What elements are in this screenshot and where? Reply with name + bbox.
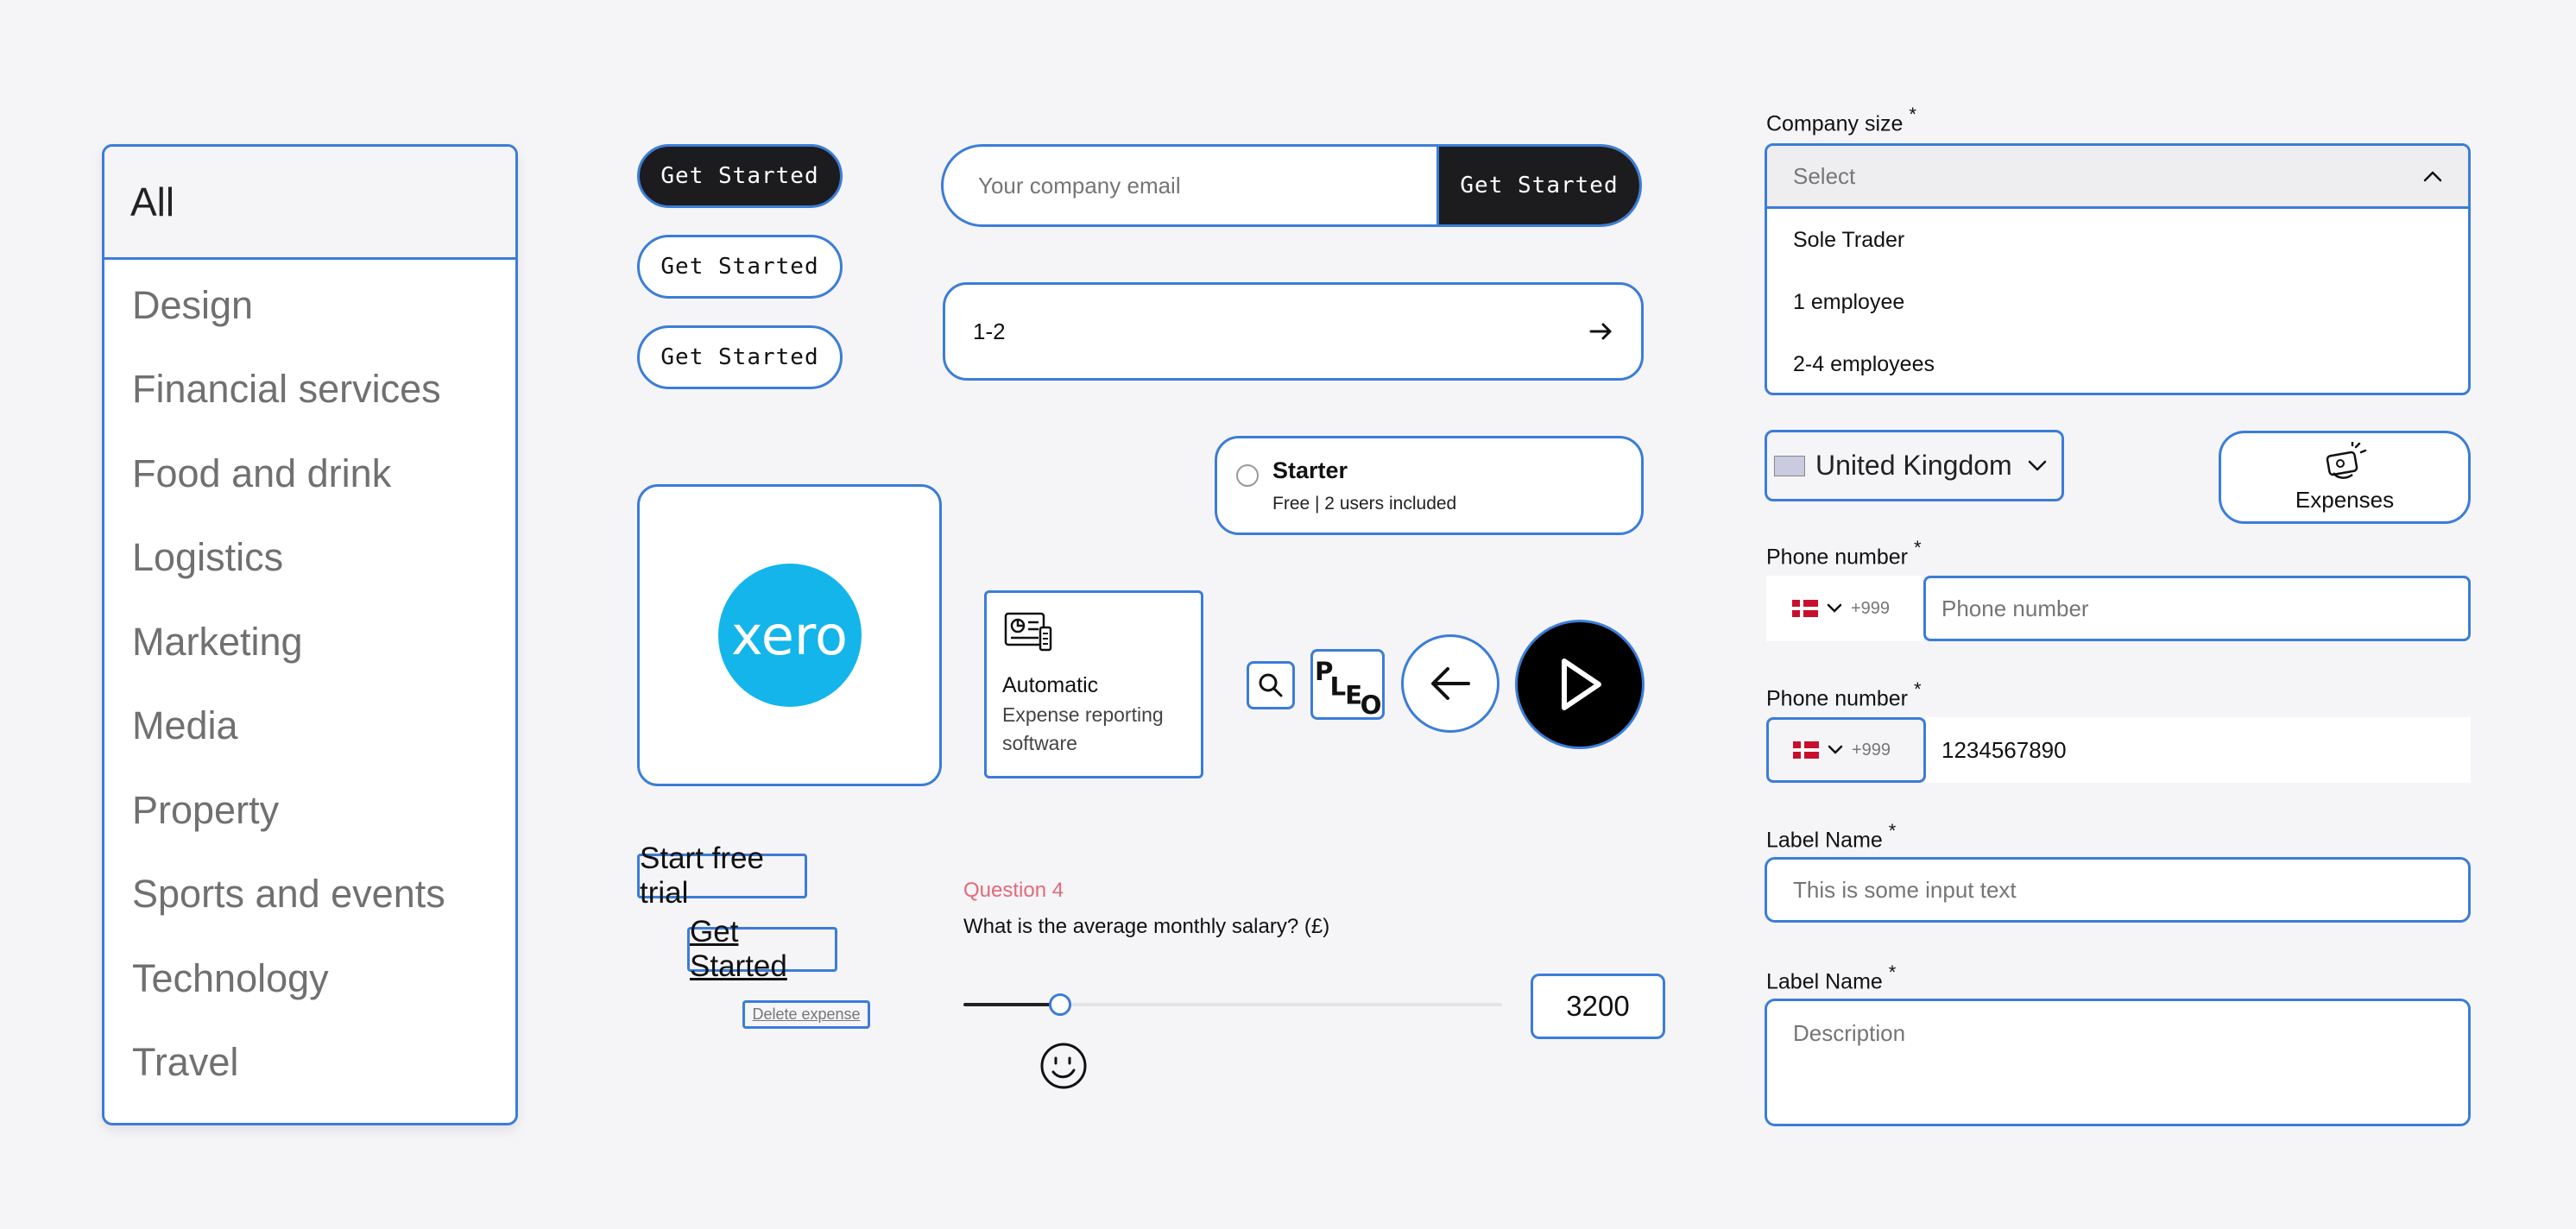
auto-card-desc-2: software	[1002, 732, 1077, 754]
category-item-financial[interactable]: Financial services	[132, 367, 441, 412]
option-2-4-employees[interactable]: 2-4 employees	[1793, 351, 1935, 376]
uk-flag-icon	[1774, 455, 1805, 476]
chevron-down-icon	[1827, 603, 1842, 613]
question-text: What is the average monthly salary? (£)	[963, 915, 1330, 938]
expenses-icon	[2326, 441, 2367, 479]
company-size-select-head[interactable]: Select	[1767, 146, 2468, 209]
get-started-light-button-2[interactable]: Get Started	[637, 325, 843, 389]
pleo-logo-button[interactable]: P L E O	[1310, 649, 1385, 720]
back-button[interactable]	[1401, 634, 1500, 733]
get-started-link-button[interactable]: Get Started	[687, 915, 837, 983]
expenses-label: Expenses	[2295, 486, 2395, 513]
label-name-label-1: Label Name *	[1766, 820, 1897, 853]
range-value: 1-2	[973, 318, 1006, 344]
country-select[interactable]: United Kingdom	[1765, 430, 2064, 501]
country-name: United Kingdom	[1815, 450, 2012, 481]
label-name-input[interactable]	[1765, 857, 2471, 923]
salary-slider-thumb[interactable]	[1049, 993, 1072, 1016]
salary-slider-track[interactable]	[963, 1003, 1502, 1006]
play-button[interactable]	[1515, 620, 1645, 749]
category-item-technology[interactable]: Technology	[132, 955, 329, 1000]
category-all[interactable]: All	[104, 147, 515, 260]
chevron-down-icon	[2028, 460, 2046, 470]
plan-option-starter[interactable]: Starter Free | 2 users included	[1215, 436, 1644, 535]
svg-text:O: O	[1361, 690, 1382, 718]
xero-logo-text: xero	[731, 603, 848, 667]
select-placeholder: Select	[1793, 162, 1856, 189]
plan-name: Starter	[1272, 457, 1348, 483]
company-size-label: Company size *	[1766, 104, 1916, 136]
search-icon	[1259, 673, 1283, 697]
category-item-design[interactable]: Design	[132, 282, 254, 327]
category-item-media[interactable]: Media	[132, 703, 238, 748]
company-email-input[interactable]	[944, 147, 1436, 224]
phone-input-2[interactable]: 1234567890	[1926, 717, 2471, 783]
employee-range-field[interactable]: 1-2	[943, 282, 1644, 381]
option-1-employee[interactable]: 1 employee	[1793, 289, 1905, 314]
chevron-up-icon	[2423, 171, 2442, 182]
category-items: Design Financial services Food and drink…	[104, 260, 515, 1105]
phone-code-2: +999	[1852, 740, 1891, 759]
denmark-flag-icon	[1793, 741, 1819, 759]
question-number: Question 4	[963, 879, 1064, 902]
category-item-property[interactable]: Property	[132, 787, 280, 832]
svg-text:L: L	[1330, 672, 1347, 702]
phone-code-1: +999	[1851, 598, 1891, 618]
phone-country-code-1[interactable]: +999	[1766, 576, 1923, 641]
category-item-food[interactable]: Food and drink	[132, 451, 392, 495]
expenses-button[interactable]: Expenses	[2219, 431, 2471, 524]
smiley-icon	[1040, 1043, 1087, 1089]
arrow-right-icon[interactable]	[1588, 318, 1615, 345]
auto-card-desc-1: Expense reporting	[1002, 703, 1164, 726]
play-icon	[1562, 659, 1601, 710]
xero-integration-card[interactable]: xero	[637, 484, 942, 786]
svg-text:E: E	[1345, 680, 1362, 709]
phone-label-2: Phone number *	[1766, 678, 1922, 711]
arrow-left-icon	[1431, 667, 1470, 700]
chevron-down-icon	[1828, 745, 1843, 754]
salary-slider-fill	[963, 1003, 1061, 1006]
delete-expense-button[interactable]: Delete expense	[742, 1000, 870, 1029]
email-get-started-button[interactable]: Get Started	[1436, 147, 1639, 224]
label-name-label-2: Label Name *	[1766, 961, 1897, 994]
svg-text:P: P	[1315, 657, 1333, 686]
phone-input-1[interactable]	[1923, 576, 2471, 641]
xero-logo: xero	[717, 564, 862, 707]
auto-card-title: Automatic	[1002, 673, 1099, 697]
category-item-sports[interactable]: Sports and events	[132, 872, 445, 917]
category-list: All Design Financial services Food and d…	[102, 144, 518, 1125]
expense-report-icon	[1004, 612, 1052, 652]
salary-value-input[interactable]: 3200	[1531, 974, 1665, 1039]
phone-country-code-2[interactable]: +999	[1766, 717, 1926, 783]
plan-detail: Free | 2 users included	[1272, 494, 1457, 514]
get-started-dark-button[interactable]: Get Started	[637, 144, 843, 208]
phone-label-1: Phone number *	[1766, 537, 1922, 570]
get-started-light-button[interactable]: Get Started	[637, 235, 843, 299]
category-item-logistics[interactable]: Logistics	[132, 535, 284, 580]
start-free-trial-button[interactable]: Start free trial	[637, 841, 807, 910]
email-signup-form: Get Started	[941, 144, 1642, 227]
pleo-logo: P L E O	[1315, 657, 1382, 718]
radio-button[interactable]	[1236, 464, 1259, 487]
denmark-flag-icon	[1792, 600, 1818, 617]
option-sole-trader[interactable]: Sole Trader	[1793, 227, 1905, 252]
category-item-travel[interactable]: Travel	[132, 1040, 239, 1085]
description-textarea[interactable]	[1765, 999, 2471, 1126]
company-size-select[interactable]: Select Sole Trader 1 employee 2-4 employ…	[1765, 143, 2471, 395]
automatic-expense-card[interactable]: Automatic Expense reporting software	[984, 590, 1203, 778]
search-button[interactable]	[1247, 661, 1295, 709]
category-item-marketing[interactable]: Marketing	[132, 619, 303, 664]
